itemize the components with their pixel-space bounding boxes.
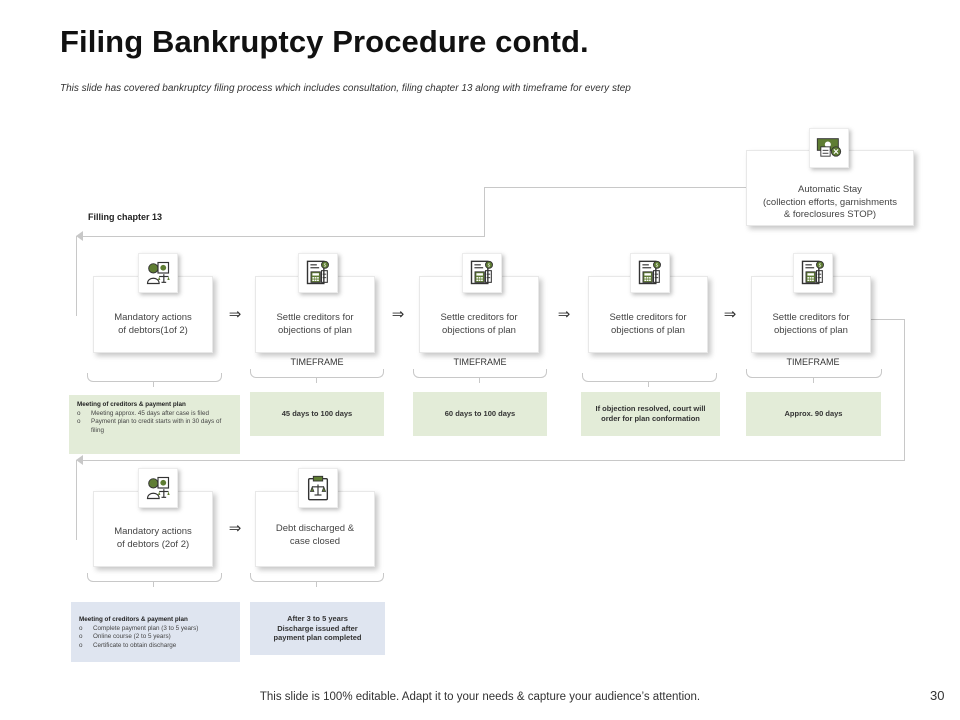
debtor-scale-icon: [144, 259, 172, 287]
brace: [87, 573, 222, 582]
document-calculator-icon: [468, 259, 496, 287]
connector-line: [76, 236, 77, 316]
connector-line: [904, 319, 905, 460]
row1-card5-icon-box: [793, 253, 833, 293]
brace-tick: [316, 581, 317, 587]
brace-tick: [153, 581, 154, 587]
card-text-line2: objections of plan: [278, 325, 352, 337]
list-item: o Meeting approx. 45 days after case is f…: [77, 410, 232, 418]
timeframe-label: TIMEFRAME: [453, 357, 507, 367]
brace: [250, 573, 384, 582]
detail-heading: Meeting of creditors & payment plan: [77, 401, 186, 408]
money-icon: [815, 134, 843, 162]
connector-line: [484, 187, 746, 188]
timeframe-box-2: 60 days to 100 days: [413, 392, 547, 436]
bullet: o: [79, 633, 83, 641]
row1-card1-icon-box: [138, 253, 178, 293]
money-icon-box: [809, 128, 849, 168]
brace: [250, 369, 384, 378]
card-text-line2: of debtors (2of 2): [116, 539, 190, 551]
card-text-line1: Settle creditors for: [609, 312, 687, 324]
discharge-line1: After 3 to 5 years: [287, 613, 348, 623]
card-text-line2: objections of plan: [774, 325, 848, 337]
discharge-line2: Discharge issued after: [277, 623, 358, 633]
list-item: o Certificate to obtain discharge: [79, 642, 232, 650]
arrow-right-icon: ⇒: [228, 306, 242, 323]
arrow-right-icon: ⇒: [391, 306, 405, 323]
page-subtitle: This slide has covered bankruptcy filing…: [60, 83, 631, 94]
connector-line: [870, 319, 904, 320]
list-item-text: Online course (2 to 5 years): [93, 633, 171, 641]
card-text-line2: of debtors(1of 2): [118, 325, 188, 337]
card-text-line1: Debt discharged &: [275, 523, 355, 535]
card-text-line1: Settle creditors for: [772, 312, 850, 324]
connector-line: [484, 187, 485, 236]
connector-line: [82, 460, 905, 461]
card-text-line1: Settle creditors for: [440, 312, 518, 324]
section-label: Filling chapter 13: [88, 212, 163, 222]
timeframe-box-3: If objection resolved, court will order …: [581, 392, 720, 436]
row2-detail-box: Meeting of creditors & payment plan o Com…: [71, 602, 240, 662]
row1-card3-icon-box: [462, 253, 502, 293]
brace-tick: [648, 381, 649, 387]
row1-card4-icon-box: [630, 253, 670, 293]
document-calculator-icon: [799, 259, 827, 287]
page-number: 30: [930, 688, 945, 703]
arrowhead-left-icon: [76, 231, 83, 241]
arrow-right-icon: ⇒: [557, 306, 571, 323]
timeframe-label: TIMEFRAME: [786, 357, 840, 367]
brace-tick: [479, 377, 480, 383]
arrowhead-left-icon: [76, 455, 83, 465]
brace-tick: [813, 377, 814, 383]
connector-line: [82, 236, 485, 237]
document-calculator-icon: [304, 259, 332, 287]
timeframe-label: TIMEFRAME: [290, 357, 344, 367]
automatic-stay-line2: (collection efforts, garnishments: [763, 196, 897, 208]
automatic-stay-line1: Automatic Stay: [798, 183, 862, 195]
card-text-line2: objections of plan: [442, 325, 516, 337]
brace-tick: [316, 377, 317, 383]
timeframe-box-1: 45 days to 100 days: [250, 392, 384, 436]
card-text-line1: Settle creditors for: [276, 312, 354, 324]
row2-card1-icon-box: [138, 468, 178, 508]
brace-tick: [153, 381, 154, 387]
row2-card2-icon-box: [298, 468, 338, 508]
list-item-text: Complete payment plan (3 to 5 years): [93, 625, 199, 633]
clipboard-scale-icon: [304, 474, 332, 502]
brace: [746, 369, 882, 378]
bullet: o: [79, 625, 83, 633]
discharge-box: After 3 to 5 years Discharge issued afte…: [250, 602, 385, 655]
list-item-text: Payment plan to credit starts with in 30…: [91, 418, 222, 434]
detail-heading: Meeting of creditors & payment plan: [79, 616, 188, 623]
list-item-text: Meeting approx. 45 days after case is fi…: [91, 410, 209, 418]
arrow-right-icon: ⇒: [228, 520, 242, 537]
bullet: o: [79, 641, 83, 649]
footer-text: This slide is 100% editable. Adapt it to…: [259, 691, 701, 703]
bullet: o: [77, 410, 81, 418]
row1-card2-icon-box: [298, 253, 338, 293]
list-item: o Online course (2 to 5 years): [79, 633, 232, 641]
list-item: o Complete payment plan (3 to 5 years): [79, 625, 232, 633]
debtor-scale-icon: [144, 474, 172, 502]
document-calculator-icon: [636, 259, 664, 287]
brace: [582, 373, 717, 382]
automatic-stay-line3: & foreclosures STOP): [783, 209, 877, 221]
list-item: o Payment plan to credit starts with in 3…: [77, 418, 232, 434]
bullet: o: [77, 418, 81, 426]
brace: [87, 373, 222, 382]
card-text-line2: objections of plan: [611, 325, 685, 337]
connector-line: [76, 460, 77, 540]
row1-detail-box: Meeting of creditors & payment plan o Mee…: [69, 395, 240, 454]
list-item-text: Certificate to obtain discharge: [93, 641, 177, 649]
card-text-line2: case closed: [289, 536, 341, 547]
discharge-line3: payment plan completed: [273, 633, 362, 643]
card-text-line1: Mandatory actions: [114, 312, 192, 324]
arrow-right-icon: ⇒: [723, 306, 737, 323]
page-title: Filing Bankruptcy Procedure contd.: [60, 24, 589, 59]
card-text-line1: Mandatory actions: [114, 526, 192, 538]
brace: [413, 369, 547, 378]
timeframe-box-4: Approx. 90 days: [746, 392, 881, 436]
